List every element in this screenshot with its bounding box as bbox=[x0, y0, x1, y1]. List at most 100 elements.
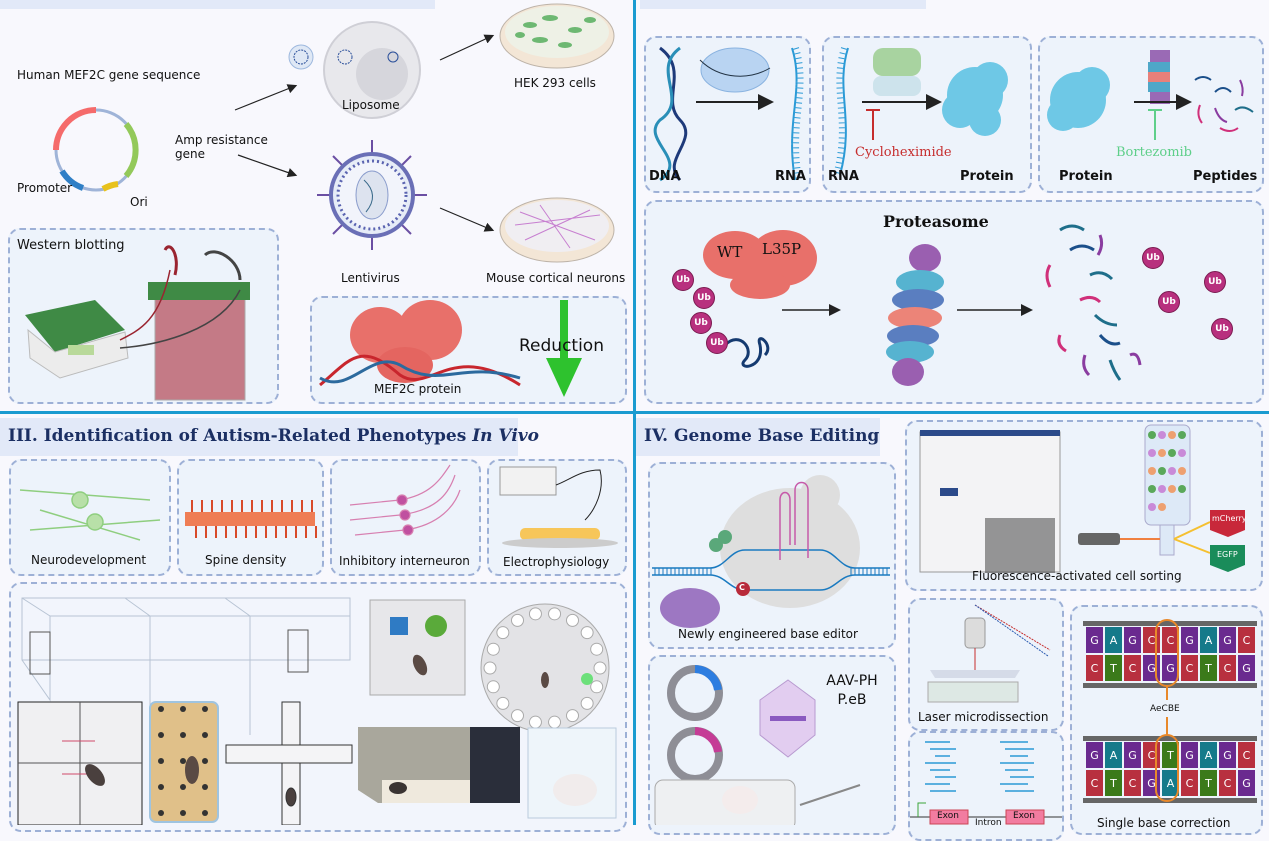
base-T bbox=[1200, 770, 1217, 796]
board-hole bbox=[180, 784, 186, 790]
ubiquitin-icon: Ub bbox=[690, 312, 712, 334]
protein-label: Protein bbox=[960, 169, 1014, 184]
base-A bbox=[1162, 770, 1179, 796]
edit-site-highlight bbox=[1155, 619, 1179, 802]
base-G bbox=[1219, 627, 1236, 653]
backbone bbox=[1083, 621, 1257, 626]
base-C bbox=[1238, 742, 1255, 768]
bortezomib-label: Bortezomib bbox=[1116, 145, 1192, 160]
ribosome-icon bbox=[873, 48, 921, 96]
wt-l35p-protein-icon bbox=[703, 230, 817, 299]
amp-resistance-label: Amp resistance gene bbox=[175, 133, 268, 161]
lentivirus-label: Lentivirus bbox=[341, 271, 400, 285]
assay-spine-density: Spine density bbox=[205, 553, 287, 567]
cycloheximide-label: Cycloheximide bbox=[855, 145, 952, 160]
base-C bbox=[1219, 655, 1236, 681]
base-G bbox=[1124, 742, 1141, 768]
flow-cell-icon bbox=[1078, 424, 1245, 572]
maze-hole bbox=[593, 661, 607, 675]
section-iv-title: IV. Genome Base Editing bbox=[636, 418, 880, 456]
reduction-arrow-icon bbox=[546, 300, 582, 397]
aecbe-label: AeCBE bbox=[1150, 704, 1180, 714]
peptide-fragments-icon bbox=[1045, 224, 1142, 381]
laser-panel bbox=[908, 598, 1064, 731]
base-G bbox=[1181, 742, 1198, 768]
ubiquitin-icon: Ub bbox=[672, 269, 694, 291]
base-editor-c-label: C bbox=[739, 583, 745, 592]
sorted-cell bbox=[1148, 449, 1156, 457]
l35p-label: L35P bbox=[762, 240, 802, 258]
ubiquitin-icon: Ub bbox=[1142, 247, 1164, 269]
assay-neurodevelopment: Neurodevelopment bbox=[31, 553, 147, 567]
base-G bbox=[1086, 627, 1103, 653]
protein-blob-icon bbox=[942, 62, 1008, 136]
neuron-culture-dish-icon bbox=[499, 197, 615, 263]
protein-blob-icon-2 bbox=[1047, 67, 1110, 131]
rna-label: RNA bbox=[775, 169, 806, 184]
base-letter: G bbox=[1185, 749, 1194, 762]
maze-hole bbox=[580, 696, 594, 710]
base-letter: C bbox=[1148, 634, 1156, 647]
section-iii-title-main: III. Identification of Autism-Related Ph… bbox=[8, 426, 473, 446]
rna-polymerase-icon bbox=[699, 47, 771, 93]
maze-hole bbox=[483, 661, 497, 675]
horizontal-divider bbox=[0, 411, 1269, 414]
base-C bbox=[1162, 627, 1179, 653]
sorted-cell bbox=[1158, 503, 1166, 511]
base-A bbox=[1105, 627, 1122, 653]
ubiquitin-icon: Ub bbox=[1204, 271, 1226, 293]
aav-plasmid-icons bbox=[667, 665, 723, 783]
mef2c-protein-icon bbox=[319, 300, 521, 387]
maze-hole bbox=[486, 642, 500, 656]
interneuron-icon bbox=[349, 464, 461, 536]
base-letter: C bbox=[1129, 662, 1137, 675]
base-letter: C bbox=[1129, 777, 1137, 790]
base-letter: G bbox=[1128, 634, 1137, 647]
base-C bbox=[1124, 655, 1141, 681]
aav-capsid-icon bbox=[759, 679, 816, 758]
base-G bbox=[1219, 742, 1236, 768]
base-letter: A bbox=[1110, 749, 1118, 762]
base-G bbox=[1238, 770, 1255, 796]
sorted-cell bbox=[1178, 449, 1186, 457]
base-C bbox=[1238, 627, 1255, 653]
restraint-cage-icon bbox=[527, 727, 617, 819]
base-letter: T bbox=[1109, 777, 1117, 790]
neurodevelopment-icon bbox=[19, 489, 161, 541]
maze-hole bbox=[496, 696, 510, 710]
inhibition-icon-red bbox=[866, 109, 880, 140]
egfp-label: EGFP bbox=[1217, 550, 1238, 559]
mef2c-protein-label: MEF2C protein bbox=[374, 382, 462, 396]
ori-label: Ori bbox=[130, 195, 148, 209]
maze-hole bbox=[511, 709, 524, 723]
sorted-cell bbox=[1168, 467, 1176, 475]
barnes-maze-icon bbox=[480, 603, 610, 733]
base-letter: G bbox=[1128, 749, 1137, 762]
maze-hole bbox=[528, 715, 542, 729]
sorted-cell bbox=[1148, 431, 1156, 439]
base-C bbox=[1086, 655, 1103, 681]
base-G bbox=[1162, 655, 1179, 681]
base-letter: C bbox=[1243, 634, 1251, 647]
base-T bbox=[1200, 655, 1217, 681]
board-hole bbox=[202, 784, 208, 790]
base-A bbox=[1200, 742, 1217, 768]
western-blot-apparatus-icon bbox=[25, 245, 250, 401]
proteasome-small-icon bbox=[1148, 50, 1170, 104]
novel-object-test-icon bbox=[369, 599, 466, 696]
board-hole bbox=[158, 810, 164, 816]
sorted-cell bbox=[1168, 485, 1176, 493]
base-letter: A bbox=[1205, 634, 1213, 647]
base-letter: G bbox=[1185, 634, 1194, 647]
ubiquitin-icon: Ub bbox=[1211, 318, 1233, 340]
maze-hole bbox=[548, 607, 562, 621]
maze-hole bbox=[590, 642, 604, 656]
board-hole bbox=[180, 732, 186, 738]
base-letter: C bbox=[1091, 777, 1099, 790]
base-letter: C bbox=[1148, 749, 1156, 762]
microscope-icon bbox=[927, 604, 1051, 703]
board-hole bbox=[180, 810, 186, 816]
